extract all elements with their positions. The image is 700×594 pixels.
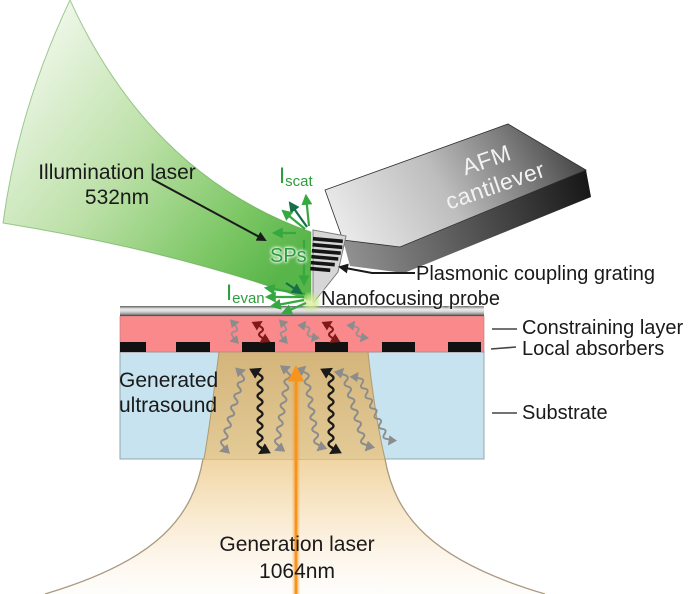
afm-cantilever-body: [324, 123, 591, 273]
i-scat-sub: scat: [285, 173, 313, 190]
grating-pointer-arrow: [338, 263, 415, 274]
illumination-laser-line2: 532nm: [84, 186, 150, 209]
i-scat-label: Iscat: [279, 163, 313, 190]
constraining-layer-rect: [119, 315, 485, 353]
i-evan-main: I: [226, 280, 233, 305]
constraining-layer-label: Constraining layer: [522, 317, 684, 339]
generated-ultrasound-line2: ultrasound: [119, 394, 218, 417]
i-scat-main: I: [279, 163, 286, 188]
label-ticks: [490, 328, 517, 414]
i-evan-sub: evan: [232, 290, 265, 307]
nanofocusing-probe-shape: [310, 229, 347, 303]
pointer-arrows: [151, 178, 415, 274]
illumination-beam: [2, 0, 312, 302]
illumination-pointer-arrow: [151, 178, 267, 241]
i-evan-label: Ievan: [226, 280, 265, 307]
sample-stack: [119, 306, 485, 460]
generated-ultrasound-label: Generated ultrasound: [119, 368, 218, 418]
local-absorbers-label: Local absorbers: [522, 338, 665, 360]
sps-label: SPs: [270, 245, 307, 267]
substrate-label: Substrate: [522, 402, 608, 424]
generation-laser-label: Generation laser 1064nm: [197, 531, 397, 585]
local-absorber-bars: [120, 342, 481, 352]
illumination-laser-label: Illumination laser 532nm: [26, 160, 208, 210]
nanofocusing-probe-label: Nanofocusing probe: [321, 288, 501, 310]
sample-surface-bar: [120, 306, 484, 316]
tip-glow: [300, 291, 322, 313]
generation-laser-line1: Generation laser: [219, 533, 375, 556]
evanescent-arrows: [263, 282, 307, 315]
plasmonic-grating-bars: [310, 236, 343, 273]
illumination-laser-line1: Illumination laser: [38, 161, 196, 184]
generated-ultrasound-line1: Generated: [119, 369, 219, 392]
scattered-light-arrows: [271, 193, 313, 239]
plasmonic-grating-label: Plasmonic coupling grating: [416, 263, 656, 285]
generation-laser-line2: 1064nm: [259, 560, 335, 583]
